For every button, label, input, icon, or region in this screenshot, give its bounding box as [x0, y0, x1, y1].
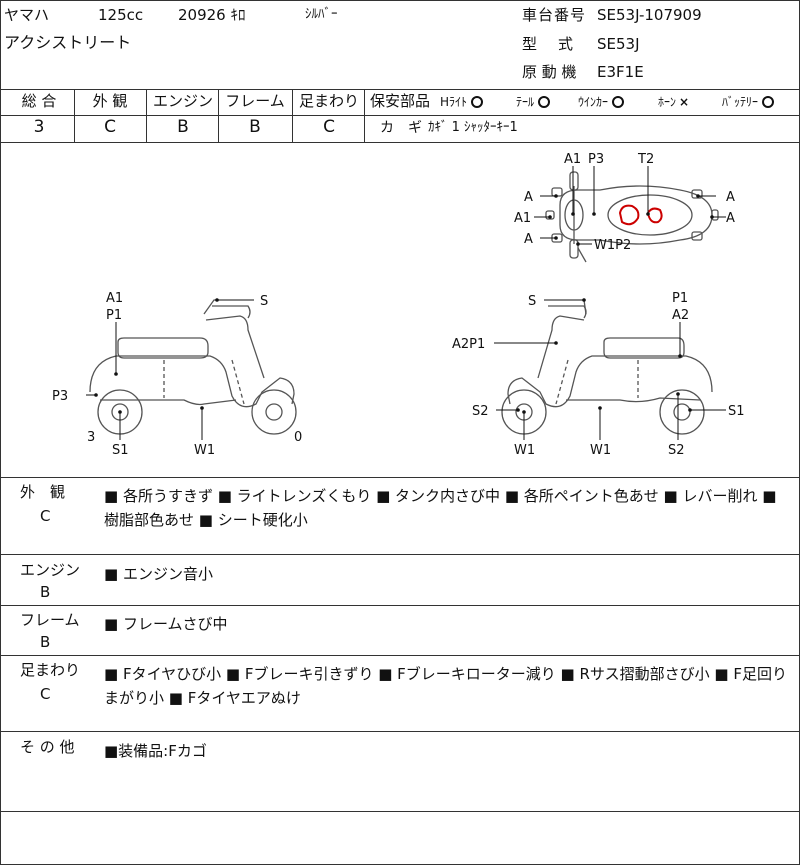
ok-mark-icon	[538, 96, 551, 108]
grade-table-mid	[0, 115, 800, 116]
diagram-label: A2P1	[452, 337, 485, 352]
diagram-label: S1	[112, 443, 129, 458]
diagram-label: A	[524, 190, 533, 205]
safety-parts-label: 保安部品	[370, 92, 431, 110]
grade-header-exterior: 外 観	[92, 92, 128, 110]
grade-divider	[292, 89, 293, 142]
diagram-label: A1	[564, 152, 581, 167]
grade-divider	[364, 89, 365, 142]
safety-headlight: Hﾗｲﾄ	[440, 93, 484, 110]
grade-header-overall: 総 合	[21, 92, 57, 110]
safety-taillight: ﾃｰﾙ	[516, 93, 551, 110]
grade-table-bottom	[0, 142, 800, 143]
body-color: ｼﾙﾊﾞｰ	[305, 7, 338, 22]
diagram-label: A	[726, 190, 735, 205]
diagram-label: S	[528, 294, 536, 309]
grade-value-overall: 3	[33, 117, 45, 137]
grade-header-frame: フレーム	[225, 92, 285, 110]
diagram-label: P1	[106, 308, 122, 323]
exterior-remarks: ■ 各所うすきず ■ ライトレンズくもり ■ タンク内さび中 ■ 各所ペイント色…	[104, 487, 777, 529]
engine-code: E3F1E	[597, 63, 644, 81]
grade-divider	[146, 89, 147, 142]
diagram-label: W1	[194, 443, 215, 458]
safety-winker: ｳｲﾝｶｰ	[578, 93, 625, 110]
diagram-label: P1	[672, 291, 688, 306]
engine-code-label: 原 動 機	[522, 63, 577, 81]
scooter-top-view	[545, 171, 719, 263]
section-divider	[0, 811, 800, 812]
diagram-label: W1	[590, 443, 611, 458]
diagram-label: S1	[728, 404, 745, 419]
ng-cross-icon: ×	[679, 95, 690, 109]
diagram-label: S2	[472, 404, 489, 419]
engine-section-label: エンジン	[20, 561, 81, 579]
maker-name: ヤマハ	[4, 6, 50, 24]
suspension-remarks: ■ Fタイヤひび小 ■ Fブレーキ引きずり ■ Fブレーキローター減り ■ Rサ…	[104, 665, 787, 707]
section-divider	[0, 554, 800, 555]
safety-horn: ﾎｰﾝ×	[658, 95, 690, 109]
section-divider	[0, 731, 800, 732]
other-section-label: そ の 他	[20, 738, 75, 756]
diagram-label: W1	[514, 443, 535, 458]
diagram-label: 0	[294, 430, 302, 445]
diagram-label: S2	[668, 443, 685, 458]
grade-divider	[74, 89, 75, 142]
grade-value-exterior: C	[104, 117, 116, 137]
diagram-label: A1	[514, 211, 531, 226]
other-remarks: ■装備品:Fカゴ	[104, 742, 207, 760]
model-type: SE53J	[597, 35, 640, 53]
grade-header-suspension: 足まわり	[298, 92, 359, 110]
diagram-label: A	[524, 232, 533, 247]
exterior-section-label: 外 観	[20, 483, 66, 501]
frame-section-label: フレーム	[20, 611, 80, 629]
ok-mark-icon	[612, 96, 625, 108]
key-value: ｶｷﾞ 1 ｼｬｯﾀｰｷｰ1	[428, 120, 518, 135]
model-type-label: 型 式	[522, 35, 577, 53]
ok-mark-icon	[762, 96, 775, 108]
suspension-section-label: 足まわり	[20, 661, 81, 679]
diagram-label: 3	[87, 430, 95, 445]
grade-value-engine: B	[177, 117, 189, 137]
grade-table-top	[0, 89, 800, 90]
diagram-label: W1P2	[594, 238, 631, 253]
section-divider	[0, 655, 800, 656]
diagram-label: P3	[588, 152, 604, 167]
key-label: カ ギ	[380, 120, 422, 136]
grade-value-frame: B	[249, 117, 261, 137]
grade-value-suspension: C	[323, 117, 335, 137]
grade-header-engine: エンジン	[152, 92, 213, 110]
mileage: 20926 ｷﾛ	[178, 6, 246, 24]
diagram-label: A2	[672, 308, 689, 323]
frame-remarks: ■ フレームさび中	[104, 615, 228, 633]
engine-section-grade: B	[40, 583, 51, 601]
frame-section-grade: B	[40, 633, 51, 651]
displacement: 125cc	[98, 6, 144, 24]
damage-mark-icon	[618, 204, 640, 226]
suspension-section-grade: C	[40, 685, 51, 703]
diagram-label: T2	[637, 152, 654, 167]
damage-mark-icon	[646, 207, 663, 224]
frame-number: SE53J-107909	[597, 6, 702, 24]
frame-number-label: 車台番号	[522, 6, 587, 24]
exterior-section-grade: C	[40, 507, 51, 525]
model-name: アクシストリート	[4, 33, 132, 52]
section-divider	[0, 605, 800, 606]
diagram-label: S	[260, 294, 268, 309]
damage-diagram: A1 P3 T2 A A1 A A A W1P2 A1 P1 S P3 3 S1	[52, 152, 745, 458]
diagram-label: A1	[106, 291, 123, 306]
ok-mark-icon	[471, 96, 484, 108]
safety-battery: ﾊﾞｯﾃﾘｰ	[722, 93, 775, 110]
engine-remarks: ■ エンジン音小	[104, 565, 213, 583]
section-divider	[0, 477, 800, 478]
scooter-right-view	[501, 299, 713, 435]
diagram-label: A	[726, 211, 735, 226]
grade-divider	[218, 89, 219, 142]
diagram-label: P3	[52, 389, 68, 404]
